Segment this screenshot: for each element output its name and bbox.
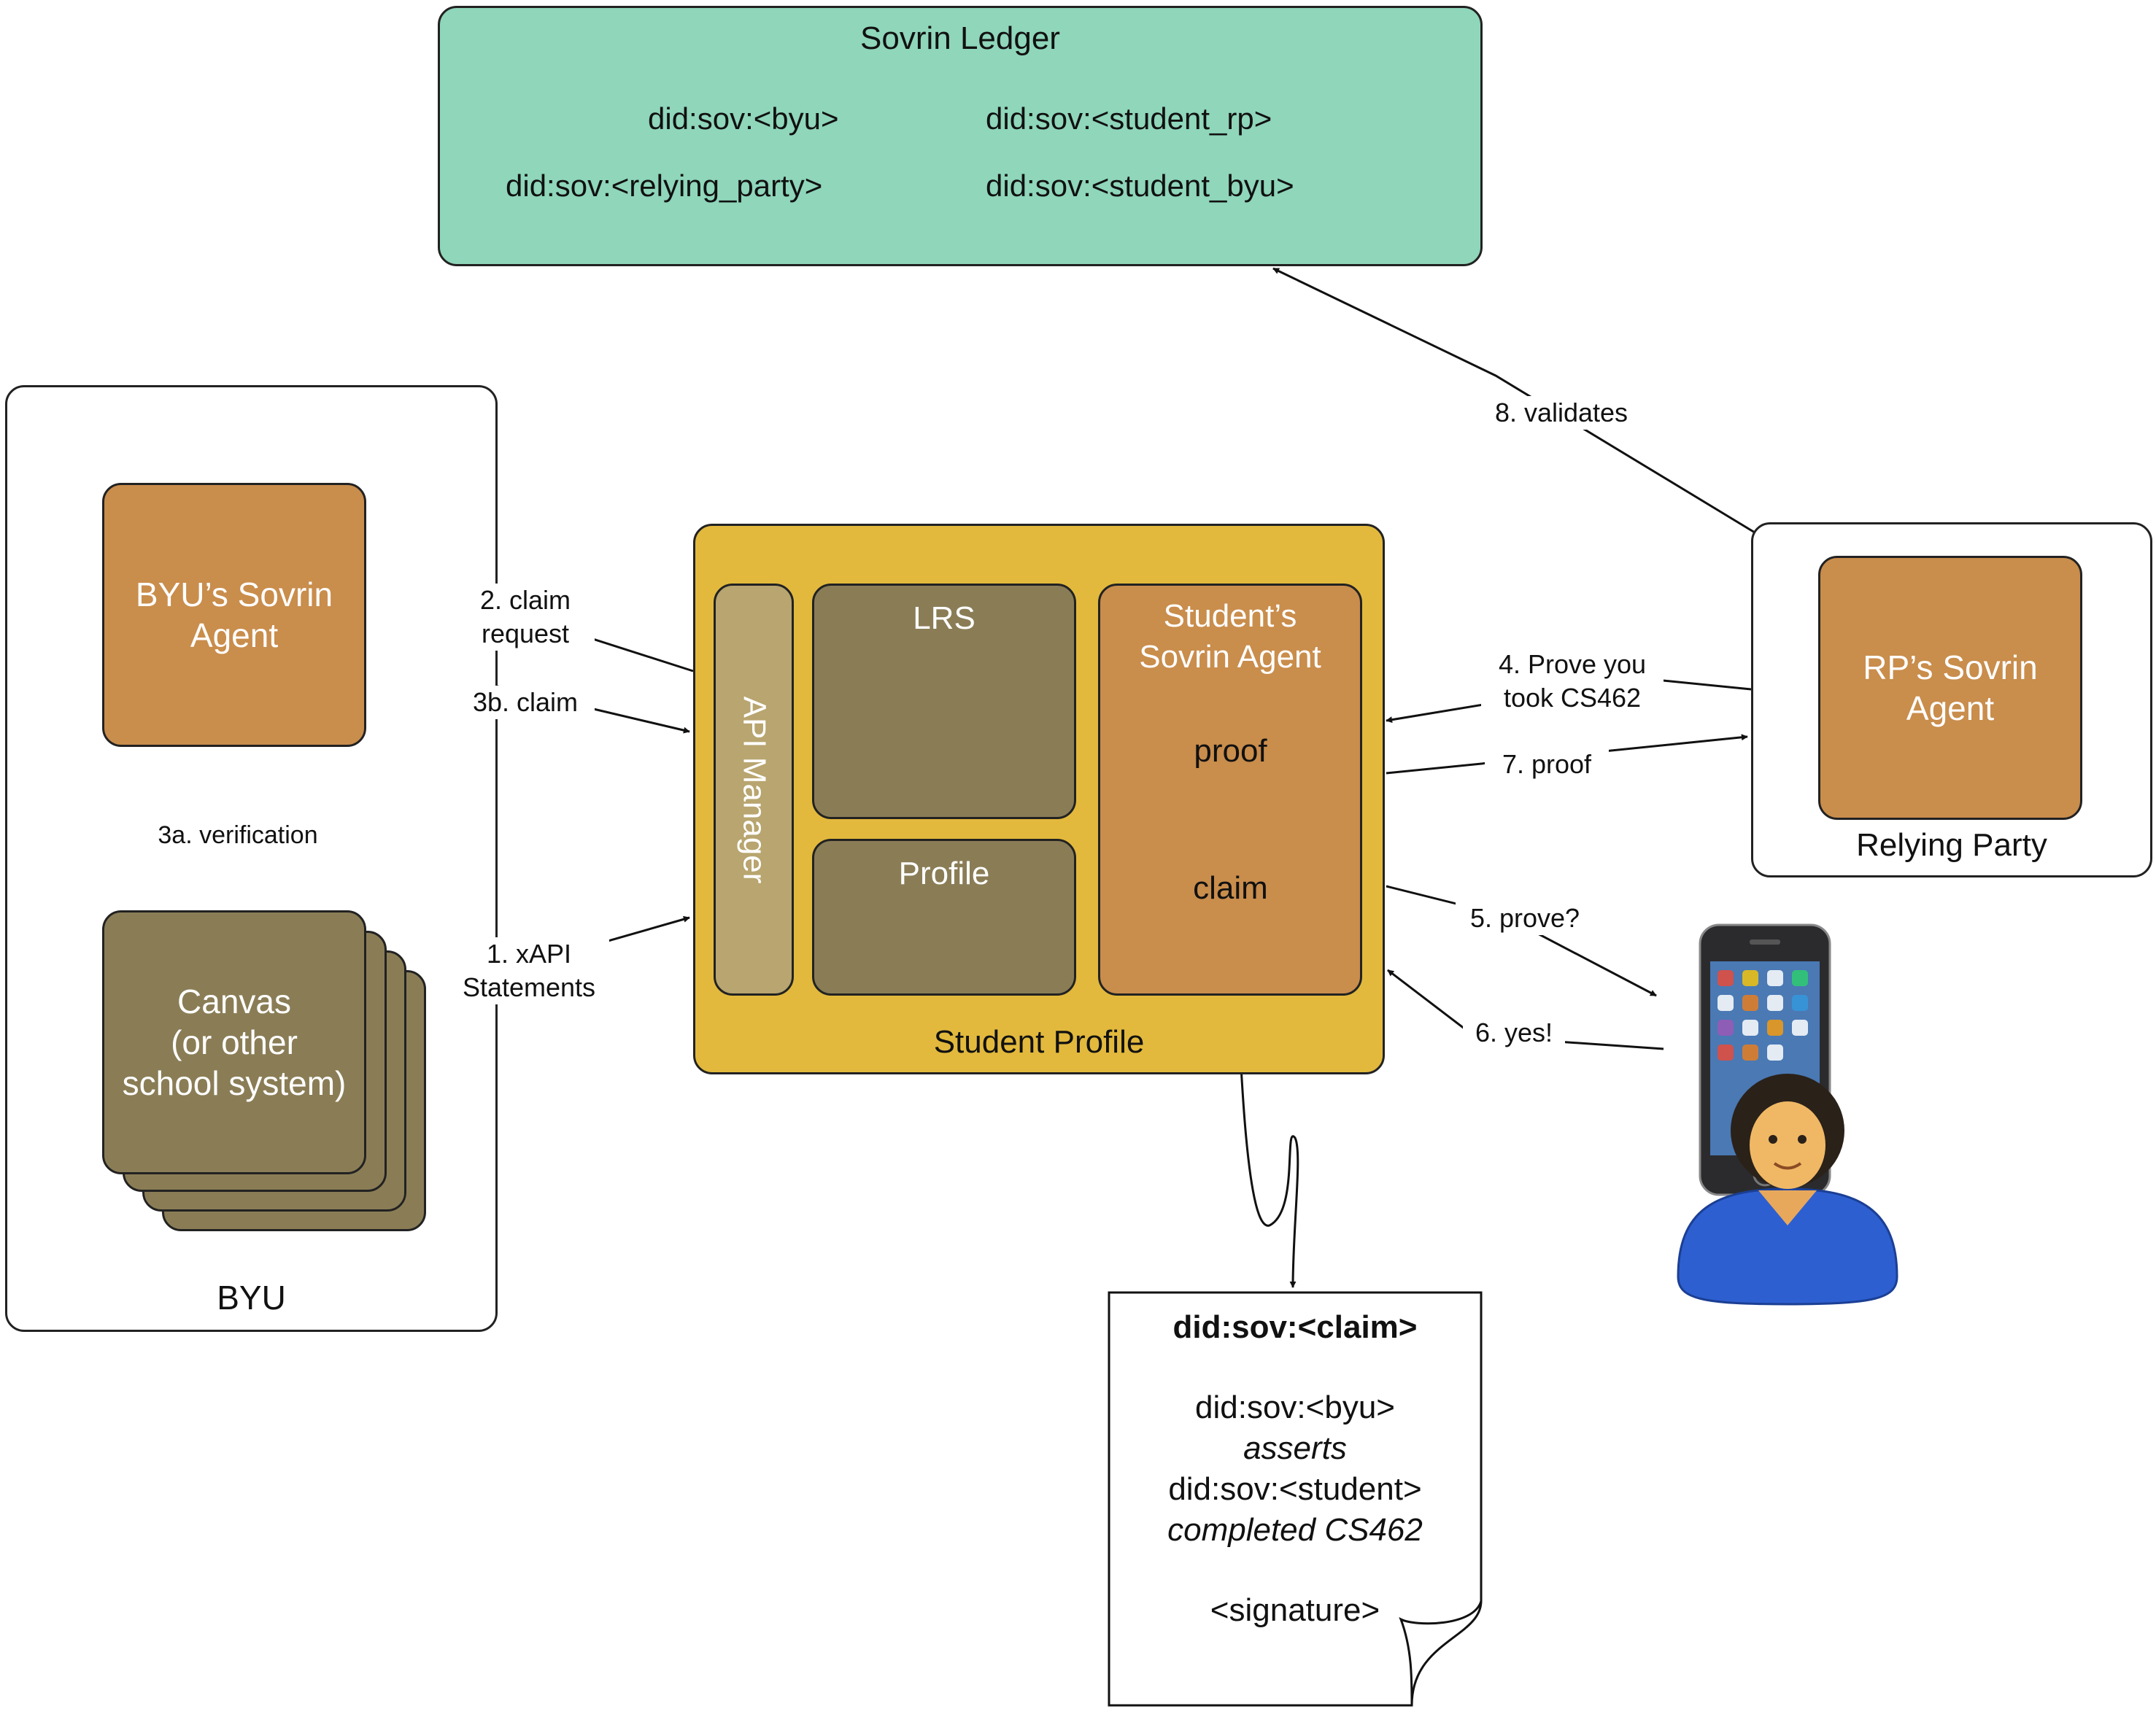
byu-agent-label: BYU’s Sovrin Agent (135, 576, 333, 654)
phone-user-illustration (1677, 923, 1898, 1306)
ledger-did-student-rp: did:sov:<student_rp> (986, 101, 1272, 136)
edge-label-prove-you: 4. Prove you took CS462 (1481, 648, 1664, 715)
claim-doc-line-1: did:sov:<byu> (1195, 1390, 1395, 1425)
edge-prove-you-line-1: 4. Prove you (1498, 649, 1647, 679)
profile: Profile (812, 839, 1076, 996)
arrow-claim-doc (1234, 933, 1299, 1288)
student-agent-line-1: Student’s (1163, 598, 1297, 634)
edge-label-proof: 7. proof (1485, 748, 1609, 781)
canvas-line-3: school system) (122, 1064, 347, 1102)
lrs-label: LRS (913, 600, 975, 636)
api-manager: API Manager (714, 584, 794, 996)
claim-doc-line-2: asserts (1243, 1430, 1347, 1466)
claim-document-curl (1399, 1600, 1483, 1706)
ledger-did-student-byu: did:sov:<student_byu> (986, 168, 1294, 203)
claim-document: did:sov:<claim> did:sov:<byu> asserts di… (1109, 1293, 1481, 1705)
edge-label-claim: 3b. claim (456, 686, 595, 719)
sovrin-ledger: Sovrin Ledger did:sov:<byu> did:sov:<stu… (438, 6, 1483, 266)
canvas-system: Canvas (or other school system) (102, 910, 366, 1174)
edge-claim-request-line-1: 2. claim (479, 585, 571, 615)
claim-label: claim (1193, 870, 1268, 906)
edge-xapi-line-1: 1. xAPI (486, 939, 572, 969)
student-profile-label: Student Profile (933, 1024, 1145, 1060)
rp-agent-label: RP’s Sovrin Agent (1863, 648, 2038, 727)
ledger-did-relying-party: did:sov:<relying_party> (506, 168, 823, 203)
ledger-did-byu: did:sov:<byu> (648, 101, 839, 136)
edge-xapi-line-2: Statements (462, 972, 596, 1002)
ledger-title: Sovrin Ledger (860, 20, 1060, 56)
user-icon (1677, 1187, 1898, 1306)
edge-prove-you-line-2: took CS462 (1503, 683, 1642, 713)
byu-sovrin-agent: BYU’s Sovrin Agent (102, 483, 366, 747)
claim-doc-line-5: <signature> (1210, 1592, 1380, 1628)
claim-doc-title: did:sov:<claim> (1172, 1309, 1418, 1345)
edge-claim-request-line-2: request (481, 619, 570, 648)
api-manager-label: API Manager (736, 696, 772, 883)
student-agent-line-2: Sovrin Agent (1139, 639, 1321, 675)
claim-doc-line-3: did:sov:<student> (1168, 1471, 1422, 1507)
byu-label: BYU (217, 1279, 286, 1317)
edge-label-prove-question: 5. prove? (1456, 902, 1594, 935)
arrow-validates (1272, 267, 1755, 534)
canvas-line-2: (or other (171, 1023, 298, 1061)
lrs: LRS (812, 584, 1076, 819)
edge-label-validates: 8. validates (1477, 396, 1645, 430)
proof-label: proof (1194, 733, 1267, 769)
edge-label-xapi: 1. xAPI Statements (449, 937, 609, 1004)
claim-doc-line-4: completed CS462 (1167, 1512, 1423, 1548)
rp-sovrin-agent: RP’s Sovrin Agent (1818, 556, 2082, 820)
edge-label-yes: 6. yes! (1463, 1016, 1565, 1050)
student-sovrin-agent: Student’s Sovrin Agent (1098, 584, 1362, 996)
canvas-line-1: Canvas (177, 983, 291, 1020)
edge-label-claim-request: 2. claim request (456, 584, 595, 651)
profile-label: Profile (898, 856, 990, 891)
edge-label-verification: 3a. verification (143, 818, 333, 852)
relying-party-label: Relying Party (1856, 827, 2047, 863)
